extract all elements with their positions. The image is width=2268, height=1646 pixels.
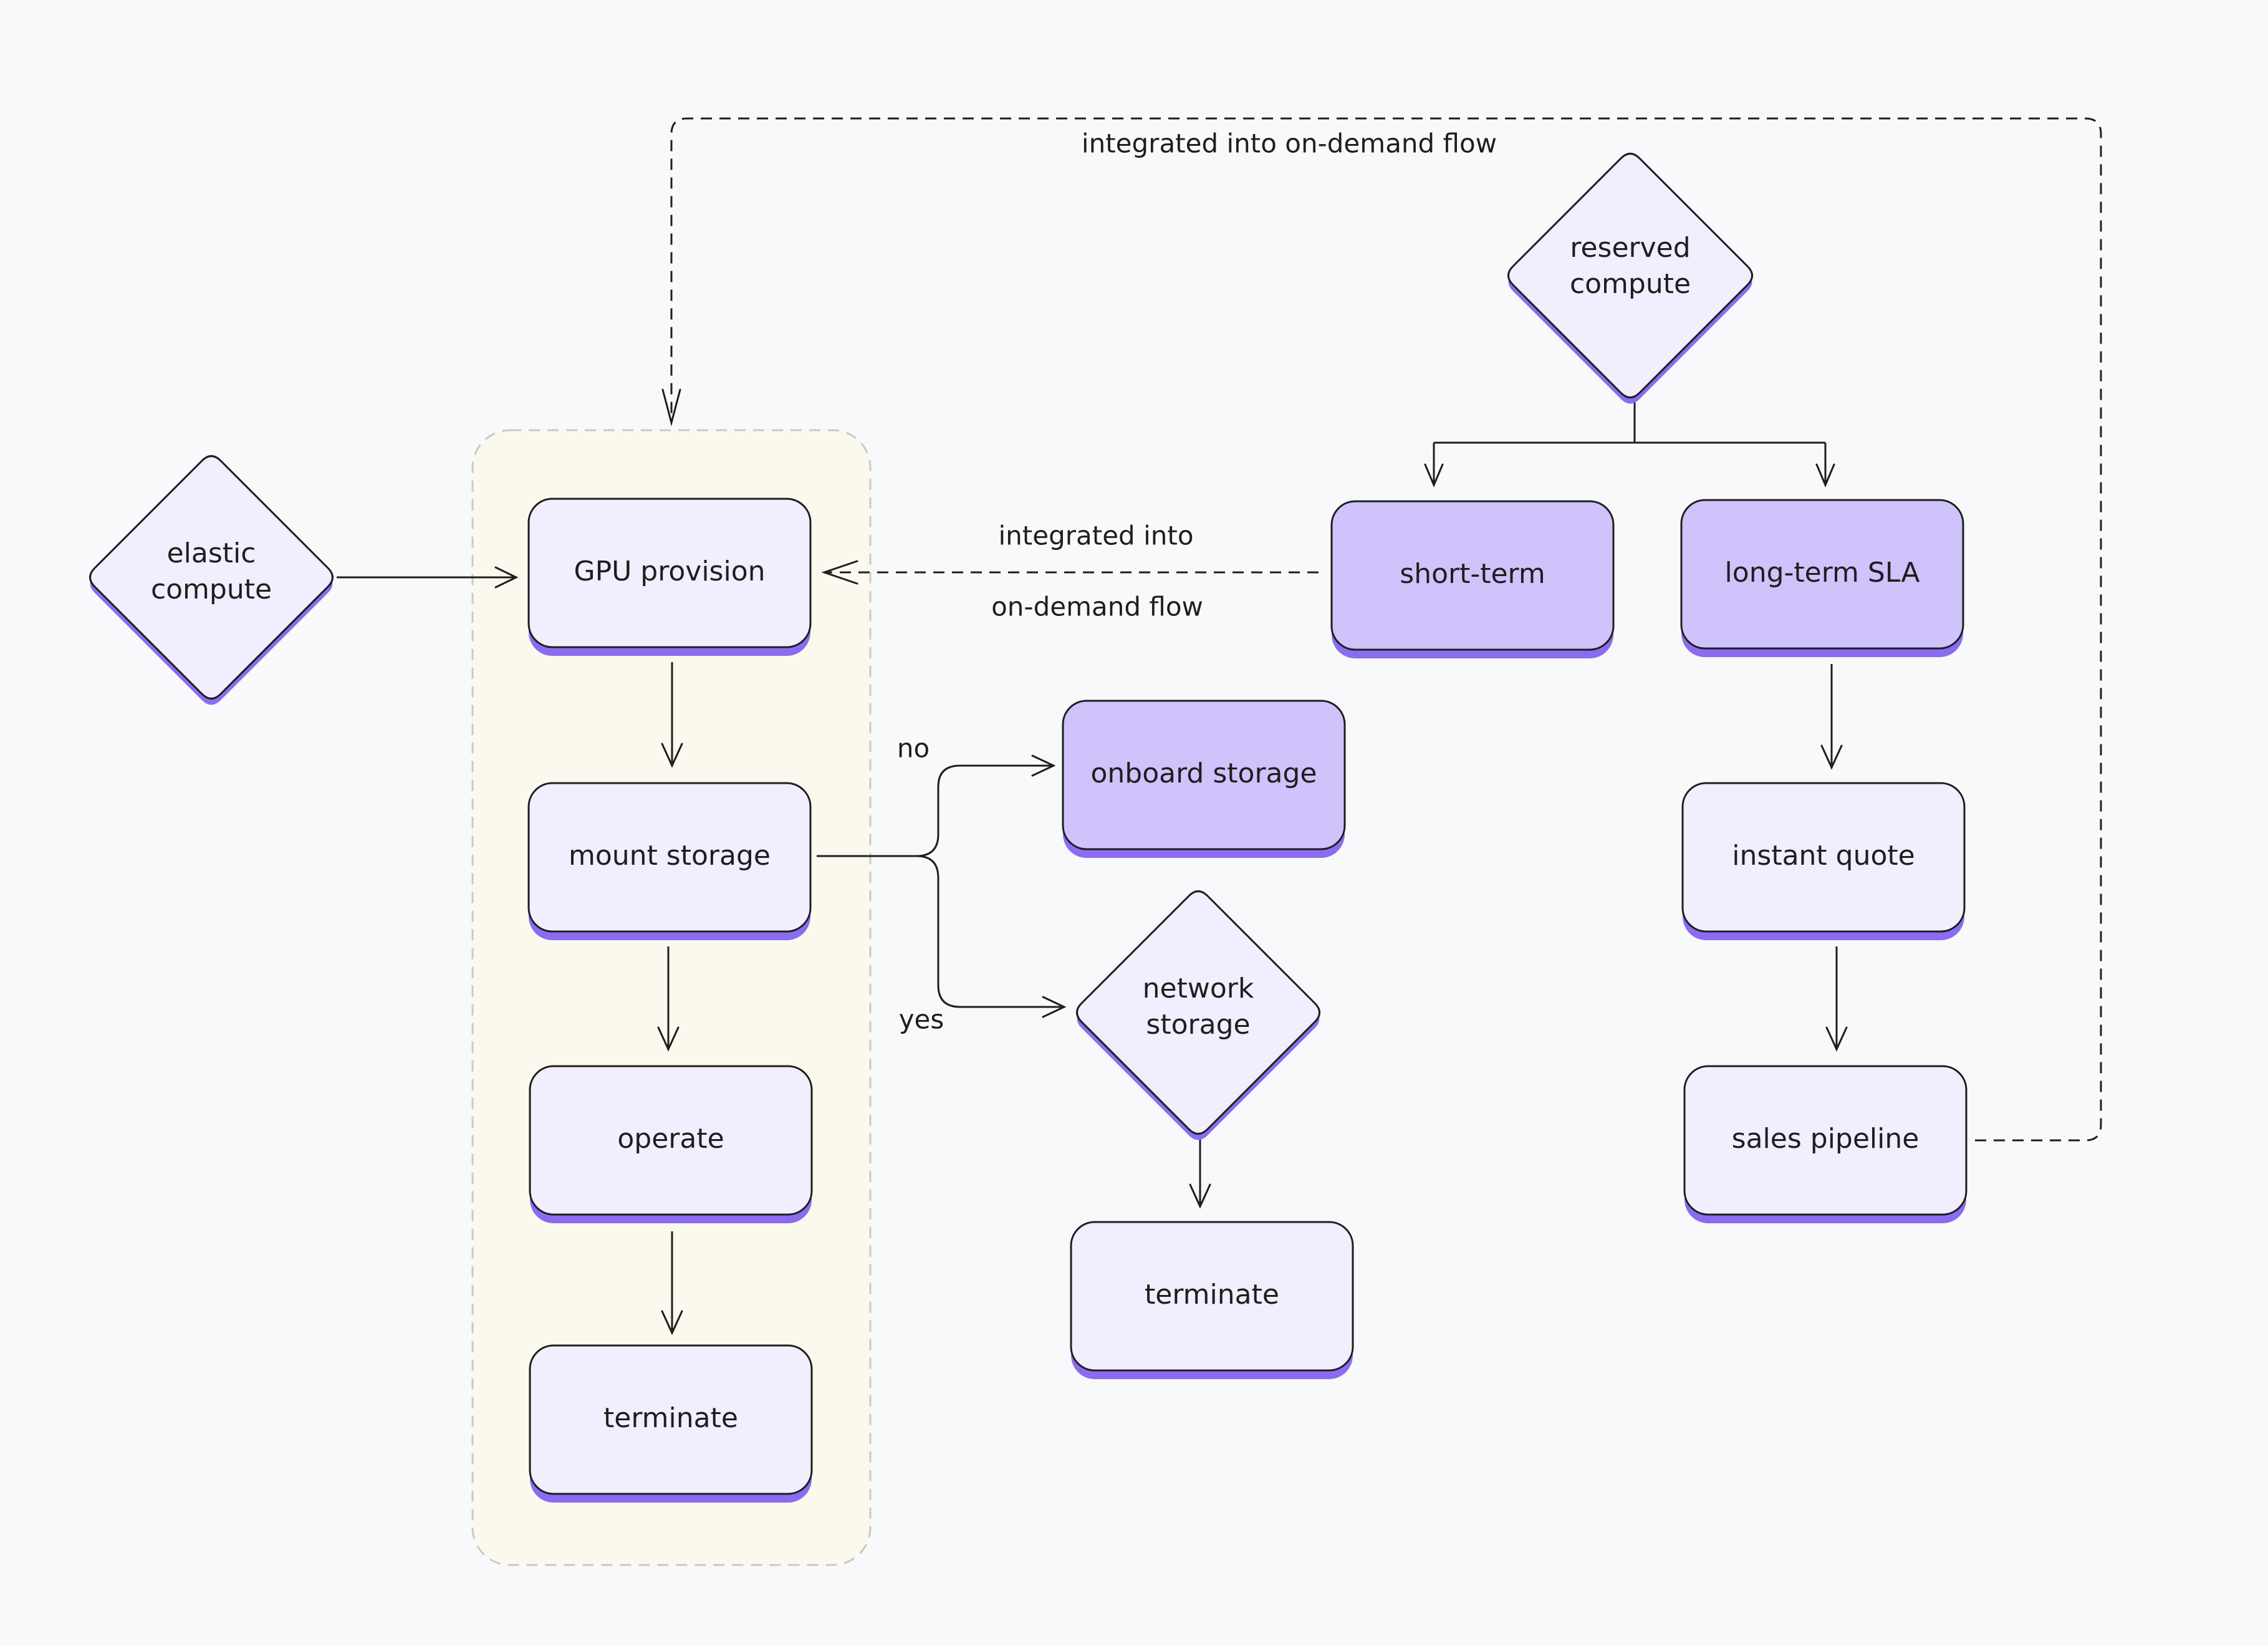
short-term-node[interactable]: short-term [1330, 500, 1615, 658]
arrowhead-mount-to-operate [657, 1026, 680, 1052]
short-term-label: short-term [1400, 558, 1545, 590]
arrowhead-longterm-to-quote [1820, 744, 1843, 770]
elastic-compute-diamond[interactable]: elastic compute [89, 455, 334, 705]
edge-label-integrated-mid-line2: on-demand flow [991, 592, 1203, 622]
node-box [529, 1065, 813, 1216]
node-box [527, 498, 812, 648]
gpu-provision-node[interactable]: GPU provision [527, 498, 812, 656]
on-demand-group [471, 429, 872, 1566]
arrowhead-shortterm-to-gpu [821, 560, 858, 585]
edge-sales-to-gpu [670, 117, 2102, 1142]
edge-label-integrated-top: integrated into on-demand flow [1082, 128, 1497, 159]
edge-reserved-split [1433, 387, 1827, 483]
node-box [529, 1344, 813, 1495]
onboard-storage-label: onboard storage [1091, 758, 1317, 789]
instant-quote-label: instant quote [1732, 840, 1915, 872]
arrowhead-to-short-term [1424, 463, 1444, 488]
operate-node[interactable]: operate [529, 1065, 813, 1223]
reserved-compute-label-line2: compute [1570, 268, 1691, 300]
node-box [1683, 1065, 1968, 1216]
gpu-provision-label: GPU provision [574, 556, 765, 587]
reserved-compute-diamond[interactable]: reserved compute [1507, 153, 1753, 404]
long-term-sla-label: long-term SLA [1725, 557, 1920, 589]
terminate-main-node[interactable]: terminate [529, 1344, 813, 1503]
edge-mount-to-onboard [817, 764, 1052, 857]
edge-label-integrated-mid-line1: integrated into [998, 521, 1193, 551]
node-box [527, 782, 812, 933]
onboard-storage-node[interactable]: onboard storage [1062, 700, 1346, 858]
edge-label-no: no [897, 733, 930, 764]
arrowhead-operate-to-terminate [661, 1310, 683, 1336]
operate-label: operate [617, 1123, 724, 1155]
instant-quote-node[interactable]: instant quote [1681, 782, 1966, 940]
diamond-shape [1076, 890, 1320, 1135]
node-box [1062, 700, 1346, 850]
elastic-compute-label-line2: compute [151, 574, 272, 605]
mount-storage-label: mount storage [569, 840, 771, 872]
terminate-main-label: terminate [603, 1402, 738, 1434]
edge-label-yes: yes [899, 1004, 944, 1035]
arrowhead-network-to-terminate [1189, 1183, 1211, 1209]
diamond-shape [1507, 153, 1753, 398]
network-storage-label-line2: storage [1146, 1009, 1250, 1041]
terminate-network-node[interactable]: terminate [1070, 1221, 1354, 1379]
node-box [1680, 499, 1964, 650]
node-box [1330, 500, 1615, 651]
edge-mount-to-network [817, 855, 1063, 1008]
arrowhead-quote-to-sales [1825, 1026, 1848, 1052]
reserved-compute-label-line1: reserved [1570, 232, 1690, 264]
network-storage-diamond[interactable]: network storage [1076, 890, 1320, 1140]
sales-pipeline-label: sales pipeline [1732, 1123, 1920, 1155]
mount-storage-node[interactable]: mount storage [527, 782, 812, 940]
diamond-shape [89, 455, 334, 700]
arrowhead-to-long-term [1815, 463, 1835, 488]
arrowhead-sales-to-gpu [661, 388, 681, 426]
terminate-network-label: terminate [1145, 1279, 1279, 1311]
arrowhead-gpu-to-mount [661, 743, 683, 768]
arrowhead-mount-to-onboard [1031, 754, 1056, 777]
node-box [1070, 1221, 1354, 1372]
network-storage-label-line1: network [1143, 973, 1254, 1004]
arrowhead-mount-to-network [1042, 996, 1067, 1018]
sales-pipeline-node[interactable]: sales pipeline [1683, 1065, 1968, 1223]
arrowhead-elastic-to-gpu [494, 566, 519, 589]
elastic-compute-label-line1: elastic [167, 537, 256, 569]
long-term-sla-node[interactable]: long-term SLA [1680, 499, 1964, 657]
node-box [1681, 782, 1966, 933]
